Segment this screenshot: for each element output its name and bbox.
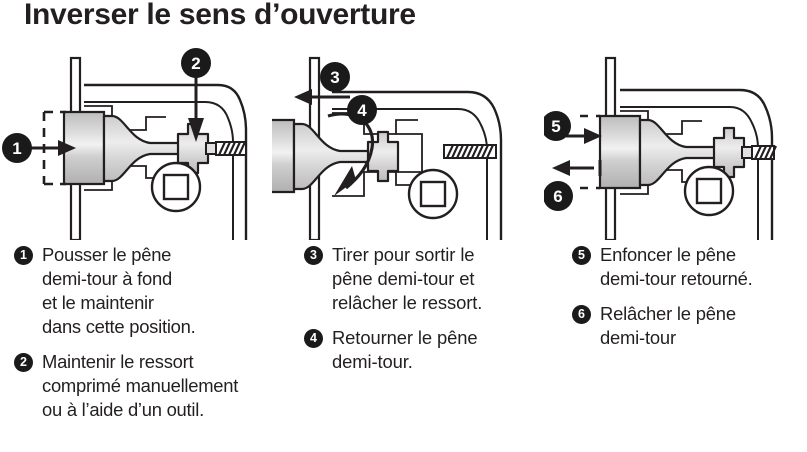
instruction-column-2: 3 Tirer pour sortir le pêne demi-tour et…	[304, 243, 566, 385]
lock-case	[620, 88, 774, 240]
svg-text:1: 1	[12, 139, 21, 158]
instruction-step: 4 Retourner le pêne demi-tour.	[304, 326, 566, 374]
step-text: Retourner le pêne demi-tour.	[332, 326, 478, 372]
spindle-hole	[407, 168, 459, 220]
latch-bolt-reversed	[598, 114, 755, 190]
svg-text:3: 3	[330, 68, 339, 87]
callout-5: 5	[544, 111, 602, 144]
step-text: Maintenir le ressort comprimé manuelleme…	[42, 350, 239, 420]
callout-4: 4	[327, 95, 377, 196]
panel-latch-reinserted: 5 6	[544, 44, 807, 240]
svg-text:6: 6	[553, 187, 562, 206]
spring	[443, 144, 497, 159]
latch-bolt-removed	[272, 118, 400, 194]
callout-6: 6	[544, 160, 602, 211]
callout-1: 1	[2, 133, 76, 163]
callout-2: 2	[181, 48, 211, 142]
spindle-hole	[150, 161, 202, 213]
step-text: Relâcher le pêne demi-tour	[600, 302, 736, 348]
instruction-step: 6 Relâcher le pêne demi-tour	[572, 302, 807, 350]
instruction-step: 2 Maintenir le ressort comprimé manuelle…	[14, 350, 306, 422]
spring	[751, 145, 777, 160]
spindle-hole	[683, 165, 735, 217]
step-text: Tirer pour sortir le pêne demi-tour et r…	[332, 244, 483, 313]
svg-text:4: 4	[357, 101, 367, 120]
lock-case	[84, 83, 248, 240]
step-number-badge: 6	[572, 304, 591, 324]
latch-bolt	[62, 110, 219, 186]
panel-latch-pushed-in: 1 2	[0, 44, 272, 240]
svg-text:2: 2	[191, 54, 200, 73]
step-text: Pousser le pêne demi-tour à fond et le m…	[42, 244, 196, 337]
step-number-badge: 3	[304, 246, 323, 265]
spring	[215, 141, 247, 156]
diagram-band: 1 2	[0, 44, 807, 240]
position-marker-dashes	[580, 114, 600, 190]
step-text: Enfoncer le pêne demi-tour retourné.	[600, 244, 753, 289]
instruction-column-1: 1 Pousser le pêne demi-tour à fond et le…	[14, 243, 306, 432]
instruction-column-3: 5 Enfoncer le pêne demi-tour retourné. 6…	[572, 243, 807, 361]
step-number-badge: 4	[304, 328, 323, 348]
svg-text:5: 5	[551, 117, 560, 136]
instruction-columns: 1 Pousser le pêne demi-tour à fond et le…	[0, 243, 807, 452]
instruction-step: 5 Enfoncer le pêne demi-tour retourné.	[572, 243, 807, 291]
step-number-badge: 5	[572, 246, 591, 265]
instruction-step: 3 Tirer pour sortir le pêne demi-tour et…	[304, 243, 566, 315]
step-number-badge: 1	[14, 246, 33, 265]
step-number-badge: 2	[14, 352, 33, 372]
page-title: Inverser le sens d’ouverture	[24, 0, 416, 31]
instruction-step: 1 Pousser le pêne demi-tour à fond et le…	[14, 243, 306, 339]
panel-latch-removed-rotated: 3 4	[272, 44, 544, 240]
callout-3: 3	[294, 62, 350, 105]
